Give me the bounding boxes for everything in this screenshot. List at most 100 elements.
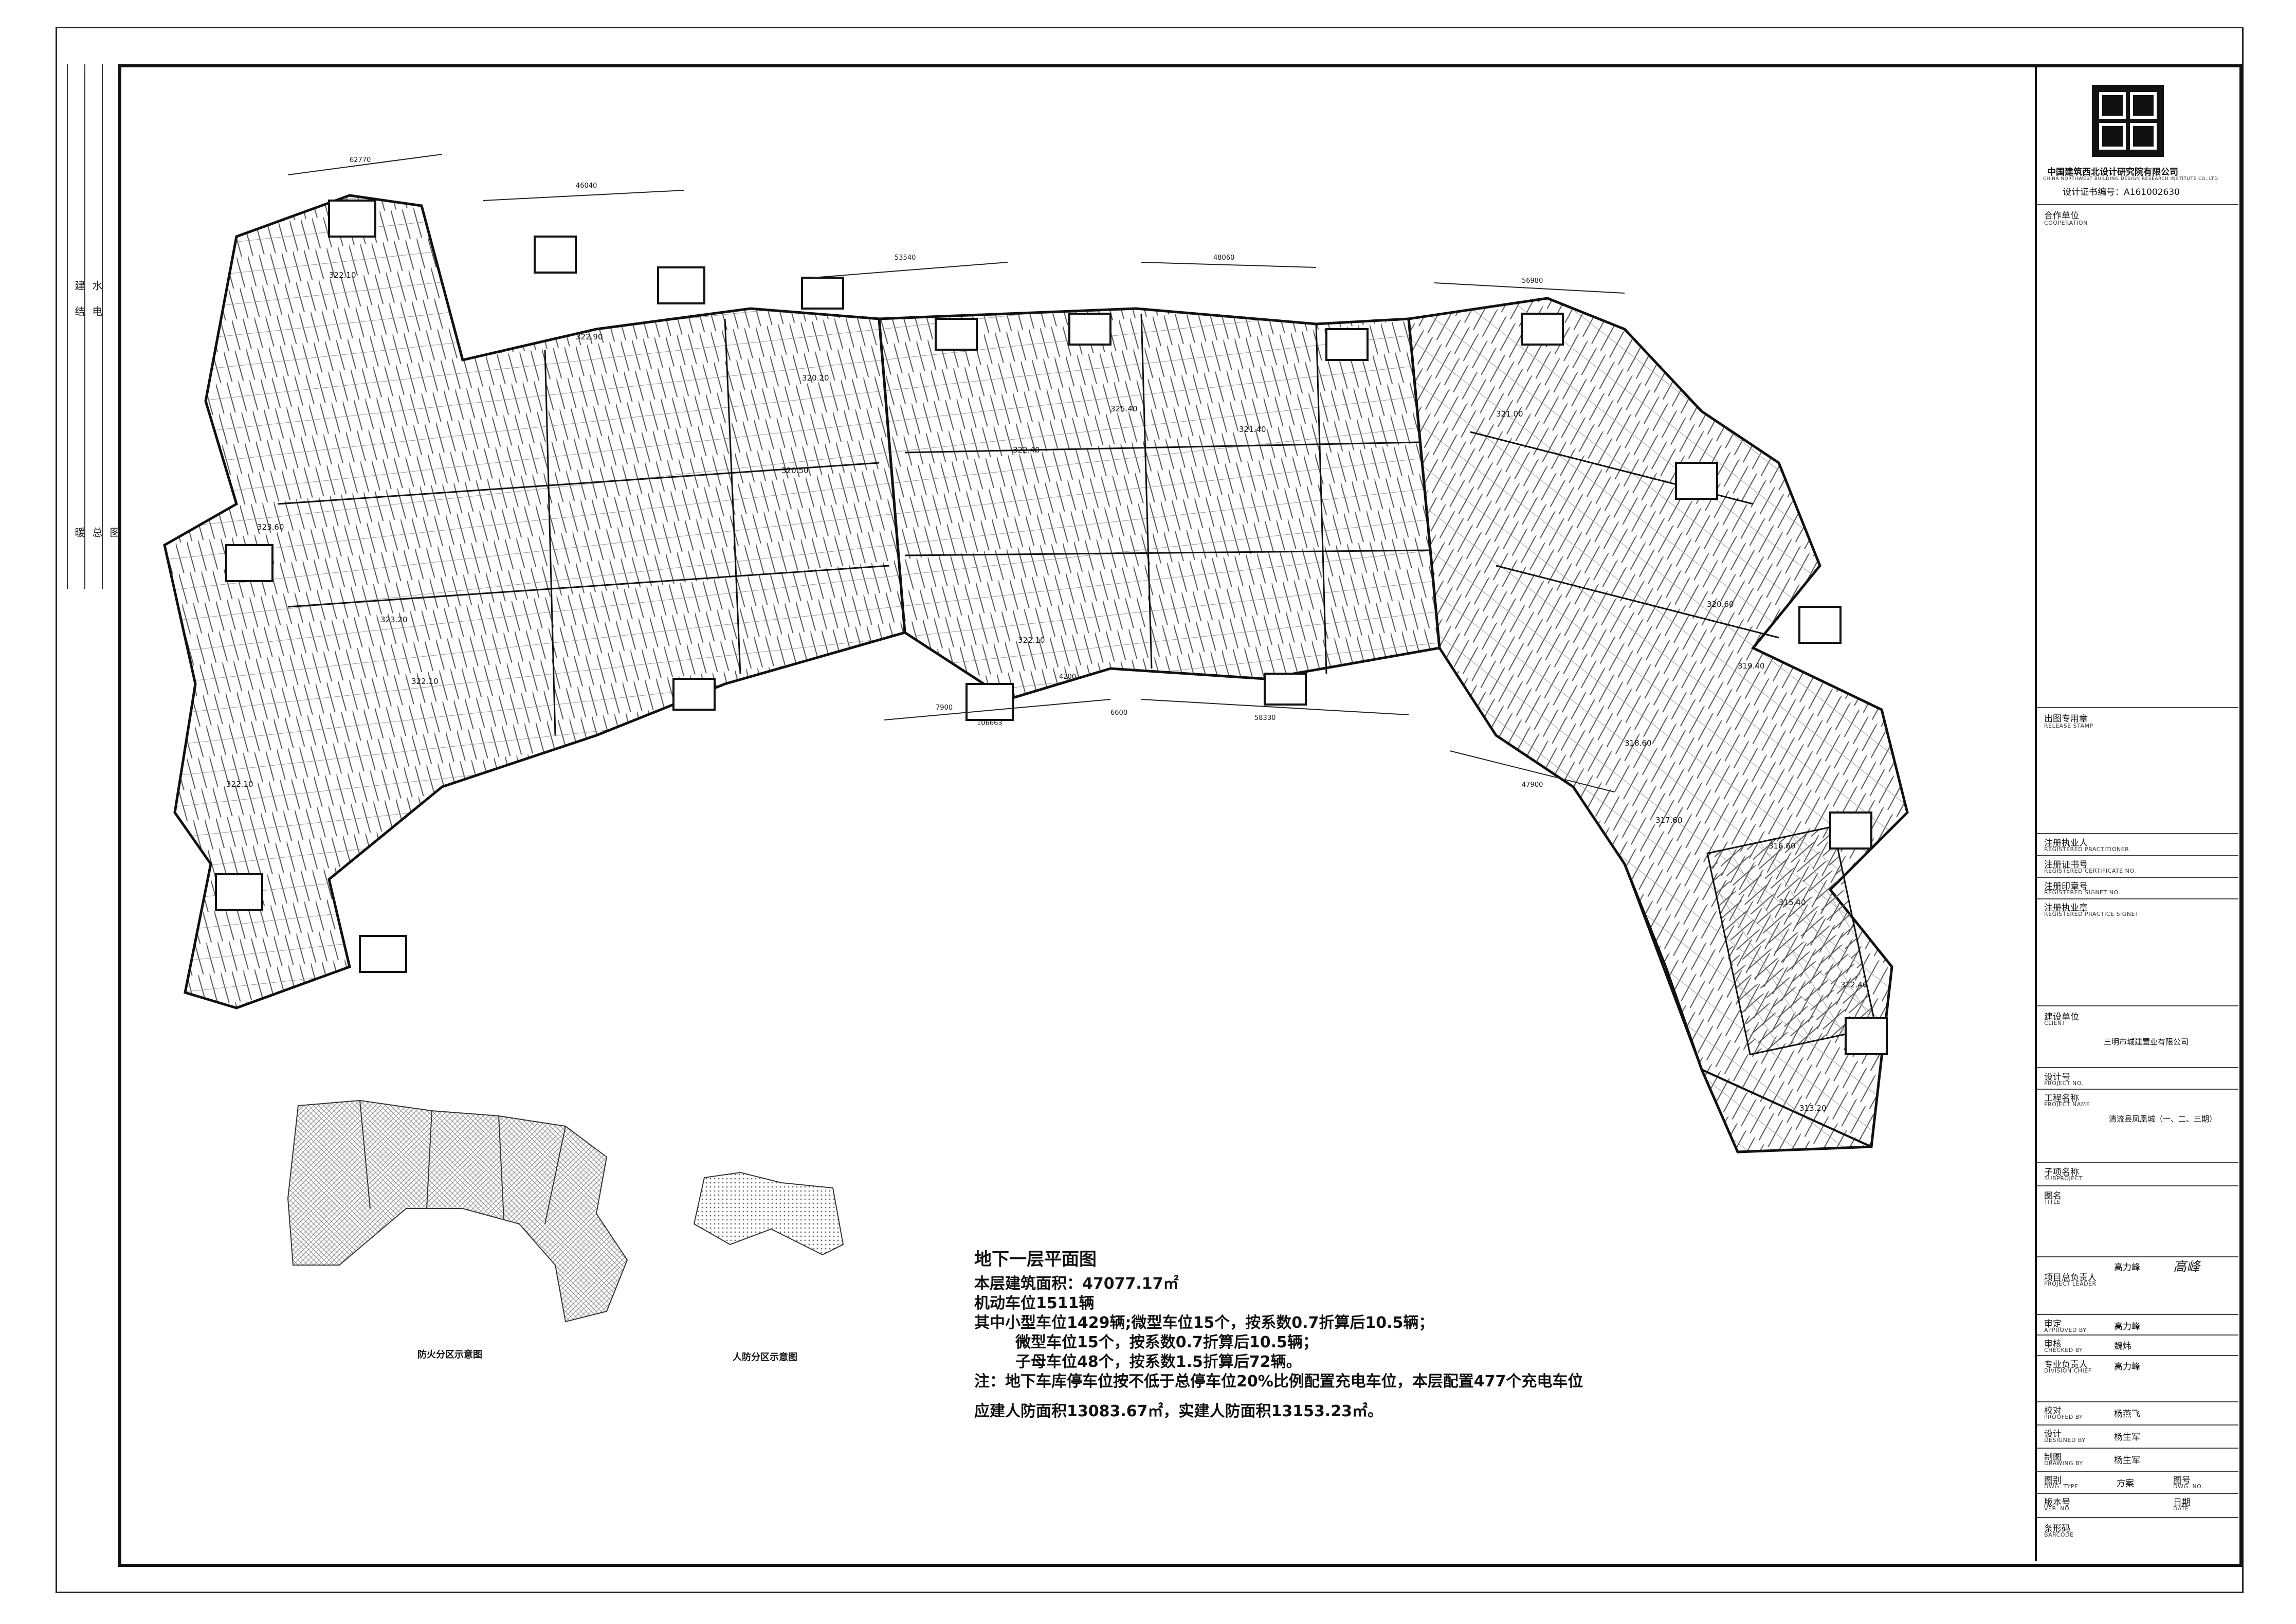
project-leader-name: 高力峰 <box>2114 1262 2140 1273</box>
division-chief-name: 高力峰 <box>2114 1362 2140 1372</box>
designed-label: 设计 <box>2044 1429 2062 1439</box>
drawing-frame <box>118 64 2243 1567</box>
note-charging: 注：地下车库停车位按不低于总停车位20%比例配置充电车位，本层配置477个充电车… <box>974 1373 1583 1391</box>
signature: 高峰 <box>2173 1259 2200 1275</box>
dimension-mark: 53540 <box>895 254 916 262</box>
fire-zone-caption: 防火分区示意图 <box>417 1349 482 1360</box>
elevation-mark: 315.40 <box>1779 898 1806 907</box>
strip-label: 电 <box>90 306 103 316</box>
cooperation-label: 合作单位 <box>2044 211 2079 221</box>
zoning-diagrams <box>287 1099 844 1323</box>
project-name-label-en: PROJECT NAME <box>2044 1101 2090 1108</box>
elevation-mark: 316.60 <box>1769 841 1796 851</box>
date-label-en: DATE <box>2173 1505 2189 1512</box>
outer-frame <box>56 27 2244 1593</box>
barcode-label: 条形码 <box>2044 1524 2070 1534</box>
phase-value: 方案 <box>2117 1478 2134 1489</box>
elevation-mark: 320.50 <box>781 466 809 475</box>
drawing-title-label: 图名 <box>2044 1191 2062 1201</box>
version-label: 版本号 <box>2044 1497 2070 1508</box>
project-name-label: 工程名称 <box>2044 1093 2079 1104</box>
dimension-mark: 7900 <box>936 704 953 712</box>
checked-label-en: CHECKED BY <box>2044 1347 2083 1354</box>
reg-signet-en: REGISTERED SIGNET NO. <box>2044 889 2121 896</box>
reg-signet: 注册印章号 <box>2044 881 2088 892</box>
title-block: 中国建筑西北设计研究院有限公司 CHINA NORTHWEST BUILDING… <box>2035 64 2238 1561</box>
reg-practice-signet-en: REGISTERED PRACTICE SIGNET <box>2044 911 2139 917</box>
basement-floor-plan: 322.10 322.90 323.60 323.20 322.10 322.1… <box>163 154 1909 1153</box>
elevation-mark: 322.10 <box>226 780 253 789</box>
reg-certificate-en: REGISTERED CERTIFICATE NO. <box>2044 868 2137 874</box>
central-wing-outline <box>878 307 1441 701</box>
elevation-mark: 322.10 <box>1018 636 1045 645</box>
elevation-mark: 322.40 <box>1013 445 1040 455</box>
strip-label: 图 <box>108 527 120 537</box>
sheet-title: 地下一层平面图 <box>974 1249 1097 1270</box>
proofed-label: 校对 <box>2044 1406 2062 1416</box>
project-leader-label-en: PROJECT LEADER <box>2044 1280 2097 1287</box>
strip-label: 总 <box>90 527 103 537</box>
reg-practitioner-en: REGISTERED PRACTITIONER <box>2044 846 2129 853</box>
dimension-mark: 46040 <box>576 182 597 190</box>
note-parking-breakdown: 其中小型车位1429辆;微型车位15个，按系数0.7折算后10.5辆； <box>974 1314 1434 1332</box>
dimension-mark: 6600 <box>1110 709 1127 717</box>
elevation-mark: 312.40 <box>1841 980 1868 989</box>
version-label-en: VER. NO. <box>2044 1505 2071 1512</box>
project-no-label: 设计号 <box>2044 1072 2070 1082</box>
checked-name: 魏炜 <box>2114 1341 2131 1351</box>
approved-label-en: APPROVED BY <box>2044 1327 2087 1333</box>
barcode-label-en: BARCODE <box>2044 1531 2074 1538</box>
note-tandem: 子母车位48个，按系数1.5折算后72辆。 <box>1015 1353 1302 1371</box>
subproject-label: 子项名称 <box>2044 1167 2079 1178</box>
company-name: 中国建筑西北设计研究院有限公司 <box>2047 167 2178 177</box>
elevation-mark: 323.20 <box>380 615 408 624</box>
company-name-en: CHINA NORTHWEST BUILDING DESIGN RESEARCH… <box>2043 176 2218 182</box>
elevation-mark: 319.40 <box>1738 661 1765 671</box>
dwg-no-label: 图号 <box>2173 1475 2191 1486</box>
elevation-mark: 321.40 <box>1239 425 1266 434</box>
designed-name: 杨生军 <box>2114 1432 2140 1442</box>
elevation-mark: 318.60 <box>1625 738 1652 748</box>
elevation-mark: 323.60 <box>257 522 284 532</box>
note-parking-total: 机动车位1511辆 <box>974 1294 1095 1312</box>
elevation-mark: 321.00 <box>1496 409 1523 419</box>
civil-defense-zone-diagram <box>693 1171 844 1256</box>
cert-number: 设计证书编号：A161002630 <box>2063 187 2180 197</box>
project-leader-label: 项目总负责人 <box>2044 1273 2097 1283</box>
approved-name: 高力峰 <box>2114 1322 2140 1332</box>
drawing-by-label-en: DRAWING BY <box>2044 1460 2083 1467</box>
elevation-mark: 317.60 <box>1655 816 1683 825</box>
date-label: 日期 <box>2173 1497 2191 1508</box>
note-area: 本层建筑面积：47077.17㎡ <box>974 1275 1179 1293</box>
reg-practice-signet: 注册执业章 <box>2044 903 2088 913</box>
elevation-mark: 320.60 <box>1707 600 1734 609</box>
dimension-mark: 47900 <box>1522 781 1543 789</box>
note-micro: 微型车位15个，按系数0.7折算后10.5辆； <box>1015 1333 1318 1351</box>
company-logo <box>2092 85 2164 157</box>
client-label: 建设单位 <box>2044 1012 2079 1022</box>
dwg-no-label-en: DWG. NO. <box>2173 1483 2203 1490</box>
elevation-mark: 325.40 <box>1110 404 1138 413</box>
elevation-mark: 322.90 <box>576 332 603 341</box>
reg-certificate: 注册证书号 <box>2044 860 2088 870</box>
strip-label: 水 <box>90 280 103 291</box>
project-no-label-en: PROJECT NO. <box>2044 1080 2084 1087</box>
stamp-label-en: RELEASE STAMP <box>2044 723 2093 729</box>
elevation-mark: 313.20 <box>1799 1104 1827 1113</box>
strip-label: 结 <box>73 306 85 316</box>
proofed-name: 杨燕飞 <box>2114 1409 2140 1419</box>
dimension-mark: 62770 <box>350 156 371 164</box>
west-wing-outline <box>163 194 906 1009</box>
strip-label: 建 <box>73 280 85 291</box>
cooperation-label-en: COOPERATION <box>2044 220 2088 226</box>
phase-label: 图别 <box>2044 1475 2062 1486</box>
note-civil-defense: 应建人防面积13083.67㎡，实建人防面积13153.23㎡。 <box>974 1402 1383 1420</box>
checked-label: 审核 <box>2044 1339 2062 1349</box>
elevation-mark: 320.20 <box>802 373 829 383</box>
project-name-value: 清流县凤凰城（一、二、三期） <box>2109 1114 2217 1124</box>
stamp-label: 出图专用章 <box>2044 714 2088 724</box>
drawing-by-name: 杨生军 <box>2114 1455 2140 1466</box>
civil-defense-caption: 人防分区示意图 <box>733 1352 797 1363</box>
proofed-label-en: PROOFED BY <box>2044 1414 2083 1420</box>
coordination-strip: 建 结 水 电 暖 总 图 <box>67 64 120 589</box>
